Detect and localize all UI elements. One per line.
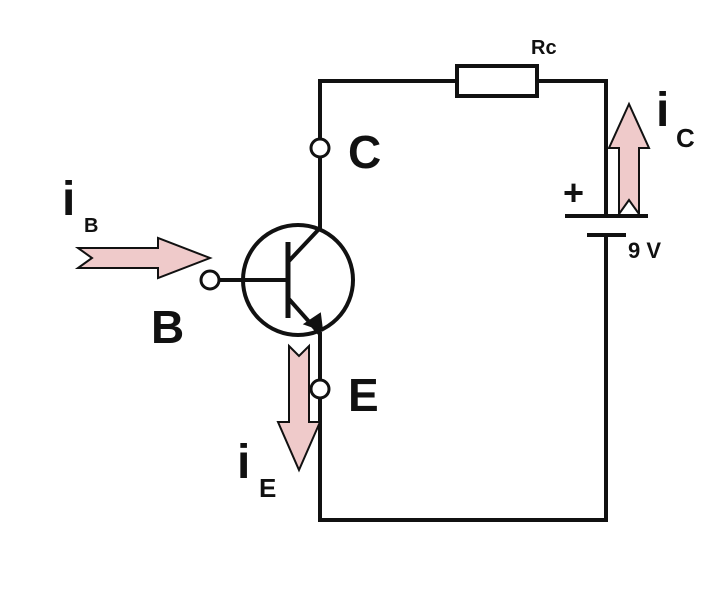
transistor-body [241, 223, 355, 337]
emitter-current-arrow [276, 343, 322, 473]
resistor-label: Rc [531, 37, 557, 59]
base-current-subscript: B [84, 215, 98, 237]
emitter-label: E [348, 369, 379, 421]
base-current-symbol: i [62, 173, 75, 226]
collector-label: C [348, 126, 381, 178]
emitter-terminal [309, 378, 331, 400]
battery-voltage-label: 9 V [628, 238, 661, 263]
emitter-current-subscript: E [259, 473, 276, 503]
base-current-arrow [74, 236, 213, 280]
collector-current-subscript: C [676, 123, 695, 153]
top-wire [318, 79, 459, 140]
battery [565, 214, 648, 237]
emitter-arrow-head [302, 312, 324, 332]
bottom-wire [318, 396, 608, 522]
base-label: B [151, 301, 184, 353]
collector-current-arrow [607, 101, 651, 218]
collector-terminal [309, 137, 331, 159]
wires [217, 79, 608, 522]
collector-current-symbol: i [656, 84, 669, 137]
base-terminal [199, 269, 221, 291]
emitter-current-symbol: i [237, 436, 250, 489]
npn-transistor [241, 223, 355, 337]
transistor-collector-line [286, 226, 322, 264]
battery-plus-label: + [563, 172, 584, 213]
resistor [455, 64, 539, 98]
